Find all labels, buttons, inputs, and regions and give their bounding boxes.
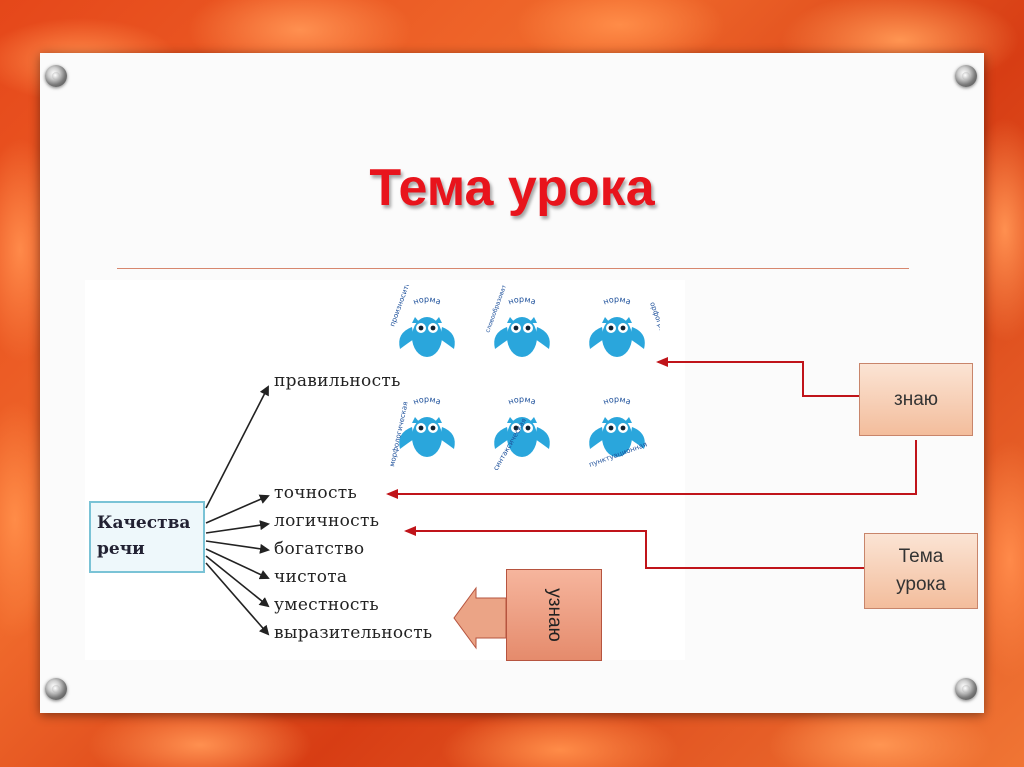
- owl-norm-icon: норма произносительная: [384, 285, 470, 371]
- tag-know-label: знаю: [894, 386, 938, 414]
- tag-learn-label: узнаю: [543, 588, 565, 642]
- tag-topic-line2: урока: [896, 571, 946, 599]
- owl-norm-icon: норма пунктуационная: [574, 385, 660, 471]
- owl-norm-icon: норма синтаксическая: [479, 385, 565, 471]
- arrow-to-pravilnost: [206, 387, 268, 508]
- slide-card: Тема урока Качества речи правильность то…: [40, 53, 984, 713]
- quality-arrows: [206, 387, 268, 634]
- owl-norm-icon: норма морфологическая: [384, 385, 470, 471]
- owl-norm-icon: норма словообразовательная: [479, 285, 565, 371]
- tag-topic-line1: Тема: [899, 543, 944, 571]
- arrow-to-tochnost: [206, 496, 268, 523]
- arrow-to-bogatstvo: [206, 541, 268, 550]
- tag-know: знаю: [859, 363, 973, 436]
- tag-lesson-topic: Тема урока: [864, 533, 978, 609]
- arrow-to-logichnost: [206, 524, 268, 533]
- learn-arrow-left: [454, 588, 506, 648]
- owl-norm-icon: норма орфографическая: [574, 285, 660, 371]
- tag-learn: узнаю: [506, 569, 602, 661]
- connector-topic-to-logichnost: [406, 531, 864, 568]
- connector-know-to-owls: [658, 362, 859, 396]
